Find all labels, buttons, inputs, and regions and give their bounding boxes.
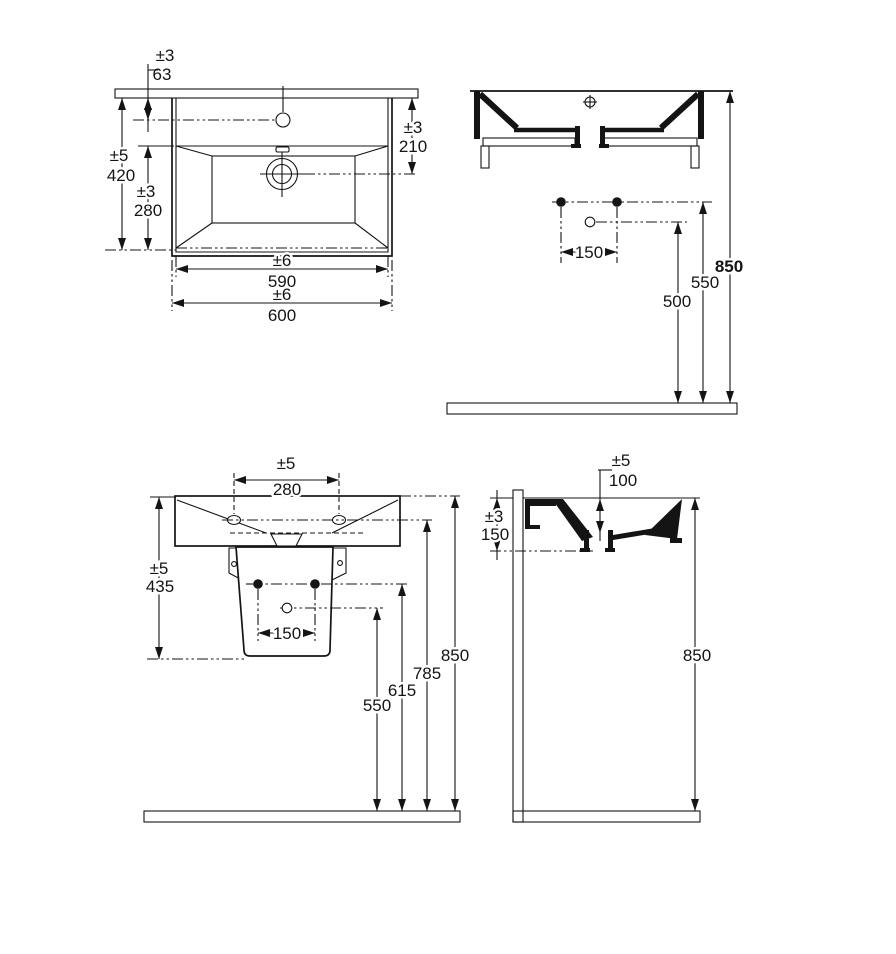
dim-label: 280 [273,480,301,499]
dim-label: ±5 [150,559,169,578]
basin-outline-plan [171,98,393,257]
dim-label: 850 [715,257,743,276]
faucet-hole-symbol [583,95,597,109]
pedestal-body [235,546,334,657]
dim-label: 150 [273,624,301,643]
front-rim-wedge [645,499,682,539]
dim-label: 210 [399,137,427,156]
basin-elevation [174,495,432,547]
dim-label: 615 [388,681,416,700]
dim-bowl-depth-100 [596,469,612,541]
drain-hole-plan [260,152,417,197]
dim-label: 150 [481,525,509,544]
mounting-rail-hatch [603,137,698,147]
dim-label: 600 [268,306,296,325]
drain-point [281,602,293,614]
wing-hole [231,561,237,567]
dim-label: 785 [413,664,441,683]
dim-label: ±6 [273,251,292,270]
dim-pedestal-435 [147,496,247,660]
dim-width-590 [175,256,389,277]
dim-depth-420 [105,98,176,251]
dim-label: 100 [609,471,637,490]
fixing-hole [310,579,320,589]
dim-label: ±6 [273,285,292,304]
dim-label: 280 [134,201,162,220]
dim-label: 150 [575,243,603,262]
dim-label: 500 [663,292,691,311]
overflow-slot [275,146,290,153]
dim-label: ±5 [612,451,631,470]
floor-hatch-band [143,810,461,823]
floor-hatch-band [512,810,701,823]
dim-label: ±5 [110,146,129,165]
bracket-leg-hatch [480,145,490,169]
dim-label: 590 [268,272,296,291]
dim-label: 420 [107,166,135,185]
dim-label: ±5 [277,454,296,473]
wall-hatch-band [512,489,524,823]
semi-pedestal [228,545,408,657]
dim-label: ±3 [404,118,423,137]
basin-section-side [523,497,700,552]
dim-label: 435 [146,577,174,596]
front-section-view: 150 500 550 850 [446,90,746,415]
dim-label: ±3 [485,507,504,526]
mounting-rail-hatch [482,137,576,147]
tap-hole-plan [133,86,291,128]
basin-section-front [474,91,704,169]
dim-label: 63 [153,65,172,84]
drain-recess [270,533,303,547]
plan-view: ±3 63 ±5 420 ±3 280 ±3 210 ±6 590 ±6 600 [104,46,429,328]
dim-tap-offset-63 [144,64,158,132]
dim-label: 550 [363,696,391,715]
side-section-view: ±5 100 ±3 150 850 [478,451,714,823]
bracket-leg-hatch [690,145,700,169]
dim-width-600 [171,260,393,311]
dim-bowl-280 [138,145,174,250]
dim-label: 850 [441,646,469,665]
outlet-wall [608,530,613,550]
fixing-hole [253,579,263,589]
dim-label: ±3 [137,182,156,201]
dim-label: ±3 [156,46,175,65]
front-elevation-view: ±5 280 ±5 435 150 550 615 785 850 [143,452,472,823]
wall-hatch-band [114,88,419,99]
dim-fixing-spacing-280 [233,473,340,514]
wing-hole [337,560,343,566]
dim-label: 550 [691,273,719,292]
outlet-wall [584,530,589,550]
dim-label: 850 [683,646,711,665]
floor-hatch-band [446,402,738,415]
